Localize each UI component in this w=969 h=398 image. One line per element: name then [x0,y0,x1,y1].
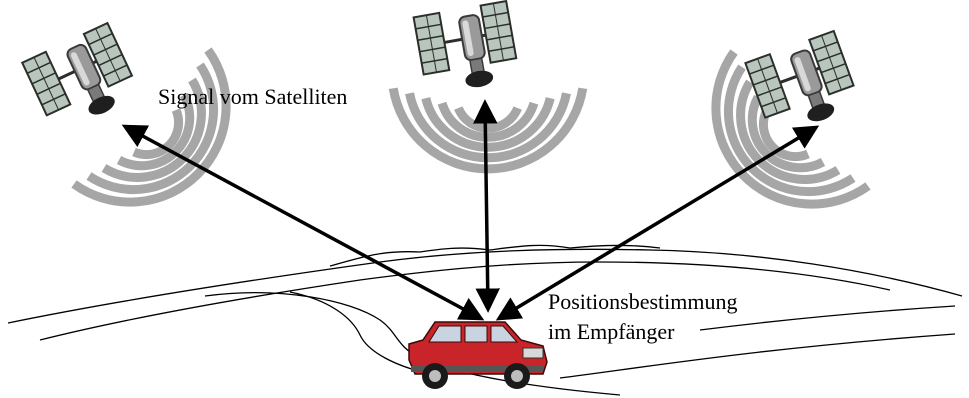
arrow-left [121,124,485,321]
signal-label: Signal vom Satelliten [158,84,347,109]
signal-arrows [121,99,820,321]
position-label-line2: im Empfänger [548,319,675,344]
arrow-right [495,125,820,321]
suv-car-icon [408,321,548,389]
arrow-middle [473,99,500,313]
satellite-icon [22,23,141,135]
satellite-icon [395,0,539,118]
position-label-line1: Positionsbestimmung [548,289,737,314]
satellite-icon [739,24,867,146]
